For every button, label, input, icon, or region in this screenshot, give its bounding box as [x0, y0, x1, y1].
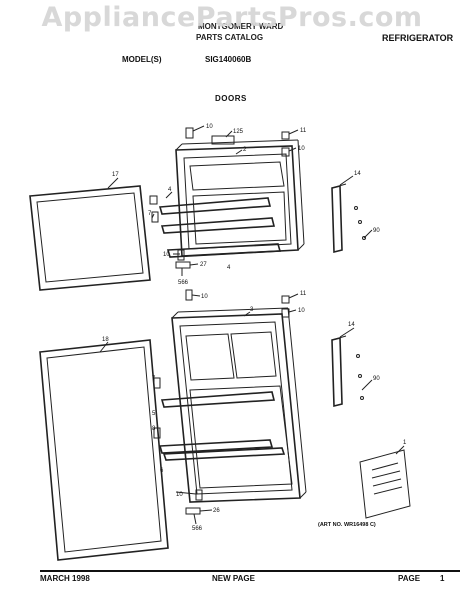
callout-125: 125: [233, 129, 244, 135]
section-title: DOORS: [215, 94, 247, 103]
freezer-door-panel: [175, 139, 305, 257]
footer-page-label: PAGE: [398, 574, 421, 583]
callout-10: 10: [298, 308, 305, 314]
callout-27: 27: [200, 262, 207, 268]
callout-7: 7: [148, 211, 152, 217]
freezer-shelf-bars: [158, 197, 282, 258]
model-value: SIG140060B: [205, 55, 252, 64]
owner-manual: [359, 449, 411, 519]
freezer-gasket: [29, 185, 151, 291]
small-parts: [149, 127, 290, 515]
callout-4: 4: [227, 265, 231, 271]
callout-5: 5: [152, 411, 156, 417]
hinge-strip-upper: [331, 183, 347, 254]
callout-1: 1: [403, 440, 407, 446]
art-number: (ART NO. WR16498 C): [318, 522, 376, 528]
model-label: MODEL(S): [122, 55, 162, 64]
callout-14: 14: [348, 322, 355, 328]
fresh-food-gasket: [39, 339, 169, 561]
footer-new-page: NEW PAGE: [212, 574, 255, 583]
callout-18: 18: [102, 337, 109, 343]
callout-2: 2: [243, 147, 247, 153]
callout-3: 3: [250, 307, 254, 313]
callout-10: 10: [206, 124, 213, 130]
catalog-brand: MONTGOMERY WARD: [198, 22, 284, 31]
callout-14: 14: [354, 171, 361, 177]
callout-566: 566: [178, 280, 189, 286]
appliance-type: REFRIGERATOR: [382, 33, 454, 43]
callout-26: 26: [213, 508, 220, 514]
hinge-strip-lower: [331, 335, 347, 408]
catalog-title: PARTS CATALOG: [196, 33, 264, 42]
callout-10: 10: [163, 252, 170, 258]
callout-10: 10: [176, 492, 183, 498]
callout-11: 11: [300, 128, 307, 134]
callout-8: 8: [152, 426, 156, 432]
callout-90: 90: [373, 228, 380, 234]
callout-4: 4: [168, 187, 172, 193]
callout-566: 566: [192, 526, 203, 532]
callout-10: 10: [298, 146, 305, 152]
callout-7: 7: [152, 376, 156, 382]
callout-6: 6: [160, 468, 164, 474]
leader-lines: [99, 125, 405, 525]
callout-17: 17: [112, 172, 119, 178]
footer-divider: [40, 570, 460, 572]
fresh-food-shelf-bars: [158, 391, 286, 461]
fresh-food-door-panel: [171, 307, 307, 503]
screws-lower: [356, 354, 364, 400]
footer-date: MARCH 1998: [40, 574, 90, 583]
footer-page-number: 1: [440, 574, 445, 583]
callout-90: 90: [373, 376, 380, 382]
screws-upper: [354, 206, 366, 240]
callout-10: 10: [201, 294, 208, 300]
callout-11: 11: [300, 291, 307, 297]
